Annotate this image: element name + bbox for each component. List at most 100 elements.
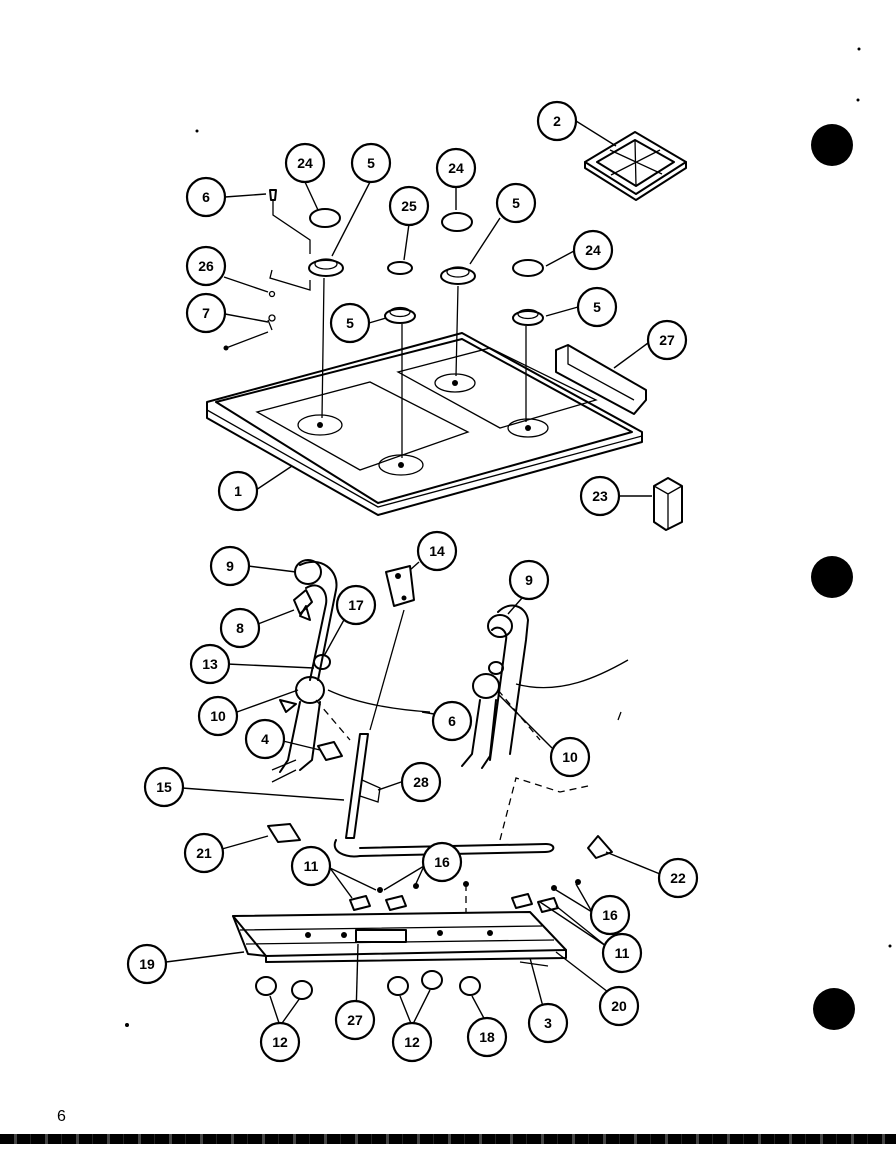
callout-11: 11 <box>601 932 643 974</box>
burner-alignment-lines <box>321 277 527 458</box>
binder-hole-top <box>811 124 853 166</box>
svg-text:2: 2 <box>553 113 561 129</box>
callout-14: 14 <box>416 530 458 572</box>
svg-text:22: 22 <box>670 870 686 886</box>
callout-10: 10 <box>197 695 239 737</box>
callout-5: 5 <box>495 182 537 224</box>
svg-text:5: 5 <box>512 195 520 211</box>
callout-18: 18 <box>466 1016 508 1058</box>
callout-12: 12 <box>391 1021 433 1063</box>
callout-16: 16 <box>589 894 631 936</box>
callout-19: 19 <box>126 943 168 985</box>
callout-8: 8 <box>219 607 261 649</box>
svg-text:6: 6 <box>448 713 456 729</box>
callout-21: 21 <box>183 832 225 874</box>
callout-6: 6 <box>431 700 473 742</box>
callout-1: 1 <box>217 470 259 512</box>
svg-text:24: 24 <box>585 242 601 258</box>
svg-text:7: 7 <box>202 305 210 321</box>
gas-manifold-tube <box>333 609 589 858</box>
svg-text:5: 5 <box>593 299 601 315</box>
svg-text:3: 3 <box>544 1015 552 1031</box>
callout-15: 15 <box>143 766 185 808</box>
cooktop-main-top <box>206 332 643 516</box>
callout-2: 2 <box>536 100 578 142</box>
svg-text:19: 19 <box>139 956 155 972</box>
callout-24: 24 <box>284 142 326 184</box>
callout-11: 11 <box>290 845 332 887</box>
callout-10: 10 <box>549 736 591 778</box>
svg-text:28: 28 <box>413 774 429 790</box>
svg-text:21: 21 <box>196 845 212 861</box>
burner-caps <box>309 208 544 277</box>
callout-3: 3 <box>527 1002 569 1044</box>
burner-heads <box>308 258 544 326</box>
callout-27: 27 <box>646 319 688 361</box>
svg-text:12: 12 <box>272 1034 288 1050</box>
scan-bottom-edge <box>0 1134 896 1144</box>
svg-text:15: 15 <box>156 779 172 795</box>
spacer-block <box>653 477 683 531</box>
svg-text:6: 6 <box>202 189 210 205</box>
callout-5: 5 <box>576 286 618 328</box>
callout-6: 6 <box>185 176 227 218</box>
svg-text:8: 8 <box>236 620 244 636</box>
callout-9: 9 <box>508 559 550 601</box>
svg-text:27: 27 <box>347 1012 363 1028</box>
svg-text:5: 5 <box>346 315 354 331</box>
svg-text:27: 27 <box>659 332 675 348</box>
burner-grate <box>584 131 687 201</box>
callout-25: 25 <box>388 185 430 227</box>
callout-16: 16 <box>421 841 463 883</box>
leader-lines <box>165 120 661 1027</box>
svg-text:20: 20 <box>611 998 627 1014</box>
mounting-brackets <box>267 823 613 859</box>
svg-text:17: 17 <box>348 597 364 613</box>
svg-text:14: 14 <box>429 543 445 559</box>
callout-24: 24 <box>435 147 477 189</box>
callout-4: 4 <box>244 718 286 760</box>
svg-text:5: 5 <box>367 155 375 171</box>
svg-text:10: 10 <box>210 708 226 724</box>
callout-23: 23 <box>579 475 621 517</box>
binder-hole-bottom <box>813 988 855 1030</box>
callout-7: 7 <box>185 292 227 334</box>
callout-24: 24 <box>572 229 614 271</box>
screws-and-clips <box>223 189 311 351</box>
callout-5: 5 <box>350 142 392 184</box>
scan-specks <box>125 47 892 1027</box>
left-burner-tube-assembly <box>271 559 431 783</box>
callout-9: 9 <box>209 545 251 587</box>
control-bracket <box>555 344 647 415</box>
svg-text:18: 18 <box>479 1029 495 1045</box>
svg-text:4: 4 <box>261 731 269 747</box>
svg-text:26: 26 <box>198 258 214 274</box>
binder-hole-middle <box>811 556 853 598</box>
svg-text:12: 12 <box>404 1034 420 1050</box>
page-number: 6 <box>57 1108 66 1125</box>
svg-text:9: 9 <box>226 558 234 574</box>
svg-text:16: 16 <box>602 907 618 923</box>
callout-5: 5 <box>329 302 371 344</box>
control-knobs <box>255 970 481 1000</box>
callout-17: 17 <box>335 584 377 626</box>
svg-text:10: 10 <box>562 749 578 765</box>
svg-text:1: 1 <box>234 483 242 499</box>
valves-and-orifices <box>349 879 581 913</box>
callout-22: 22 <box>657 857 699 899</box>
svg-text:23: 23 <box>592 488 608 504</box>
svg-text:25: 25 <box>401 198 417 214</box>
svg-text:9: 9 <box>525 572 533 588</box>
callout-27: 27 <box>334 999 376 1041</box>
svg-text:11: 11 <box>304 858 319 874</box>
svg-text:16: 16 <box>434 854 450 870</box>
svg-text:13: 13 <box>202 656 218 672</box>
callout-12: 12 <box>259 1021 301 1063</box>
svg-text:24: 24 <box>297 155 313 171</box>
callout-28: 28 <box>400 761 442 803</box>
callout-20: 20 <box>598 985 640 1027</box>
ignition-switch <box>385 565 415 607</box>
callout-26: 26 <box>185 245 227 287</box>
